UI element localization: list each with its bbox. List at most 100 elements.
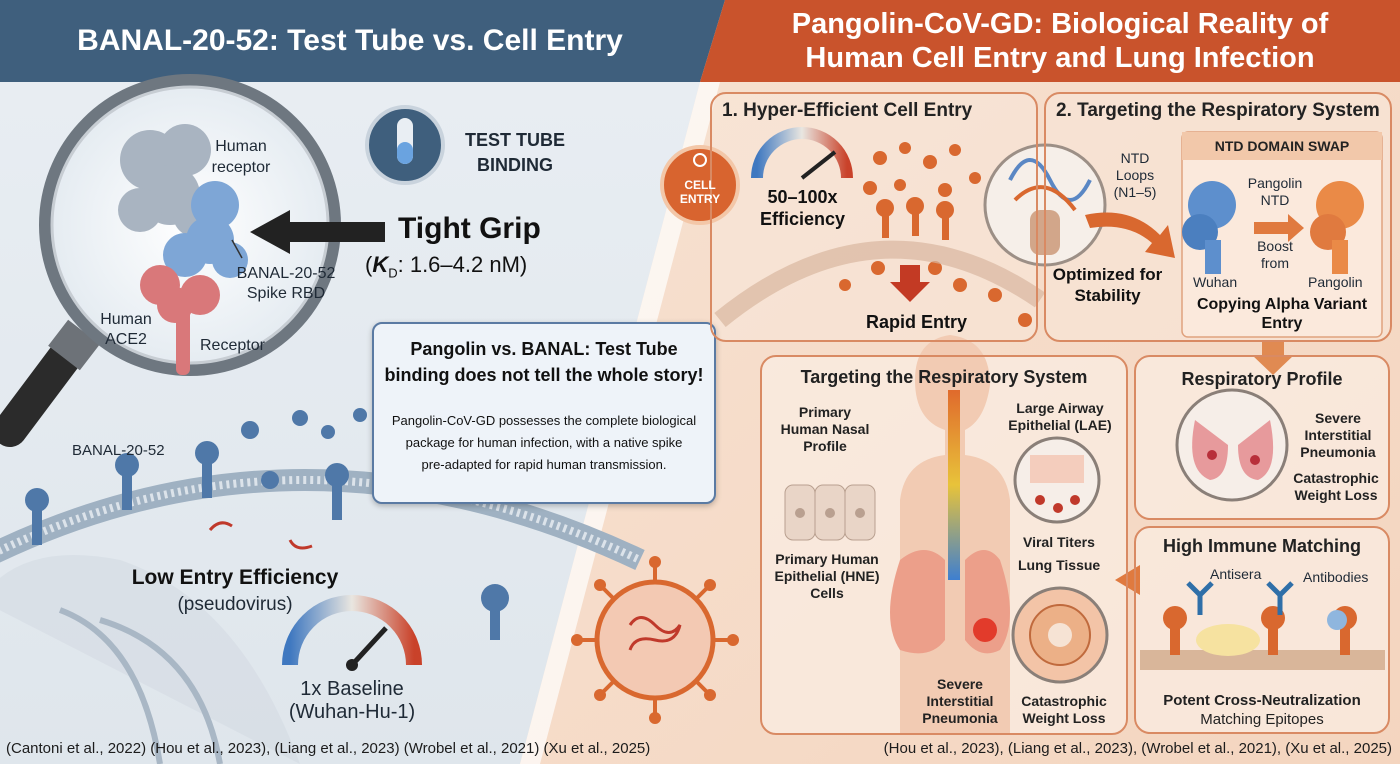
kd-sub: D <box>388 265 398 281</box>
boost-from-label: Boost from <box>1245 238 1305 272</box>
profile-severe-line-1: Severe <box>1315 410 1361 426</box>
nasal-line-2: Human Nasal <box>780 421 870 437</box>
lae-label: Large Airway Epithelial (LAE) <box>1000 400 1120 434</box>
kd-prefix: ( <box>365 252 373 277</box>
human-ace2-line-1: Human <box>100 311 152 328</box>
panel2-title: 2. Targeting the Respiratory System <box>1056 100 1380 121</box>
down-arrow <box>1252 340 1294 375</box>
callout-body: Pangolin-CoV-GD possesses the complete b… <box>374 410 714 476</box>
optimized-label: Optimized for Stability <box>1040 264 1175 306</box>
efficiency-gauge <box>751 127 853 180</box>
resp-severe-line-2: Interstitial <box>926 693 994 709</box>
efficiency-label: 50–100x Efficiency <box>745 186 860 230</box>
profile-catastrophic-line-1: Catastrophic <box>1293 470 1379 486</box>
ntd-swap-title: NTD DOMAIN SWAP <box>1214 138 1350 154</box>
panel-respiratory <box>760 355 1128 735</box>
pangolin-spike-figure <box>1310 181 1364 274</box>
hne-line-2: Epithelial (HNE) <box>774 568 880 584</box>
panel-respiratory-profile <box>1134 355 1390 520</box>
right-title-line-2: Human Cell Entry and Lung Infection <box>805 42 1315 74</box>
swap-arrow <box>1254 214 1304 242</box>
entry-arrow <box>208 521 233 532</box>
profile-severe-line-2: Interstitial <box>1304 427 1372 443</box>
panel1-title: 1. Hyper-Efficient Cell Entry <box>722 100 973 121</box>
panel-immune-matching <box>1134 526 1390 734</box>
ntd-loops-line-2: Loops <box>1115 167 1155 183</box>
lae-line-1: Large Airway <box>1016 400 1104 416</box>
callout-title: Pangolin vs. BANAL: Test Tube binding do… <box>374 336 714 388</box>
hne-cells-label: Primary Human Epithelial (HNE) Cells <box>762 551 892 602</box>
left-title: BANAL-20-52: Test Tube vs. Cell Entry <box>77 24 623 57</box>
magnifier-illustration <box>0 74 341 447</box>
test-tube-line-1: TEST TUBE <box>464 130 565 150</box>
pangolin-ntd-label: Pangolin NTD <box>1240 175 1310 209</box>
matching-epitopes-label: Matching Epitopes <box>1200 711 1324 728</box>
callout-box: Pangolin vs. BANAL: Test Tube binding do… <box>372 322 716 504</box>
copying-alpha-label: Copying Alpha Variant Entry <box>1180 295 1384 333</box>
resp-severe-label: Severe Interstitial Pneumonia <box>905 676 1015 727</box>
left-header-bg <box>0 0 725 82</box>
rapid-entry-arrow <box>890 265 930 302</box>
badge-line-2: ENTRY <box>679 192 721 206</box>
kd-number: : 1.6–4.2 nM) <box>397 252 528 277</box>
cell-entry-badge-label: CELL ENTRY <box>662 178 738 206</box>
pangolin-label: Pangolin <box>1308 274 1363 290</box>
pangolin-ntd-line-2: NTD <box>1260 192 1290 208</box>
antisera-label: Antisera <box>1210 566 1262 582</box>
human-receptor-line-1: Human <box>215 138 267 155</box>
profile-severe-label: Severe Interstitial Pneumonia <box>1290 410 1386 461</box>
test-tube-label: TEST TUBE BINDING <box>450 128 580 178</box>
immune-title: High Immune Matching <box>1163 536 1361 556</box>
resp-catastrophic-label: Catastrophic Weight Loss <box>1012 693 1116 727</box>
right-header-bg <box>700 0 1400 82</box>
right-title: Pangolin-CoV-GD: Biological Reality of H… <box>720 0 1400 82</box>
baseline-gauge <box>282 595 422 671</box>
profile-severe-line-3: Pneumonia <box>1300 444 1376 460</box>
human-ace2-line-2: ACE2 <box>105 331 147 348</box>
callout-title-line-2: binding does not tell the whole story! <box>384 365 704 385</box>
grip-arrow <box>250 210 385 254</box>
human-receptor-label: Human receptor <box>196 136 286 178</box>
panel-ntd-swap <box>1044 92 1392 342</box>
left-spikes <box>25 408 509 640</box>
left-cell-membrane <box>0 469 645 764</box>
spike-rbd-line-2: Spike RBD <box>246 285 326 302</box>
pangolin-ntd-line-1: Pangolin <box>1247 175 1303 191</box>
antibodies-label: Antibodies <box>1303 569 1369 585</box>
potent-label: Potent Cross-Neutralization <box>1163 692 1361 709</box>
resp-catastrophic-line-2: Weight Loss <box>1022 710 1106 726</box>
lae-illustration <box>1013 436 1101 524</box>
boost-line-2: from <box>1261 255 1289 271</box>
receptor-label: Receptor <box>200 337 265 354</box>
optimized-line-2: Stability <box>1074 286 1141 305</box>
virus-illustration <box>571 556 739 724</box>
nasal-profile-label: Primary Human Nasal Profile <box>770 404 880 455</box>
lae-line-2: Epithelial (LAE) <box>1008 417 1112 433</box>
ntd-loops-line-3: (N1–5) <box>1113 184 1157 200</box>
resp-panel-title: Targeting the Respiratory System <box>800 367 1088 387</box>
profile-catastrophic-line-2: Weight Loss <box>1294 487 1378 503</box>
citations-right: (Hou et al., 2023), (Liang et al., 2023)… <box>883 740 1392 757</box>
lung-tissue-label: Lung Tissue <box>1018 557 1101 573</box>
low-entry-label: Low Entry Efficiency <box>131 566 339 589</box>
ntd-loops-label: NTD Loops (N1–5) <box>1108 150 1162 201</box>
profile-title: Respiratory Profile <box>1181 369 1343 389</box>
baseline-label: 1x Baseline (Wuhan-Hu-1) <box>272 678 432 724</box>
boost-line-1: Boost <box>1257 238 1293 254</box>
baseline-line-1: 1x Baseline <box>300 678 404 700</box>
ntd-loops-line-1: NTD <box>1120 150 1150 166</box>
kd-value-label: (KD: 1.6–4.2 nM) <box>365 252 527 280</box>
test-tube-line-2: BINDING <box>477 155 553 175</box>
citations-left: (Cantoni et al., 2022) (Hou et al., 2023… <box>6 740 651 757</box>
nasal-line-3: Profile <box>803 438 847 454</box>
resp-severe-line-1: Severe <box>937 676 983 692</box>
efficiency-line-1: 50–100x <box>767 187 838 207</box>
rapid-entry-label: Rapid Entry <box>866 312 968 332</box>
spike-rbd-label: BANAL-20-52 Spike RBD <box>226 264 346 304</box>
callout-title-line-1: Pangolin vs. BANAL: Test Tube <box>410 339 678 359</box>
viral-titers-label: Viral Titers <box>1023 534 1095 550</box>
orange-spikes <box>839 142 1032 327</box>
optimized-line-1: Optimized for <box>1052 265 1163 284</box>
callout-body-line-1: Pangolin-CoV-GD possesses the complete b… <box>391 413 697 428</box>
